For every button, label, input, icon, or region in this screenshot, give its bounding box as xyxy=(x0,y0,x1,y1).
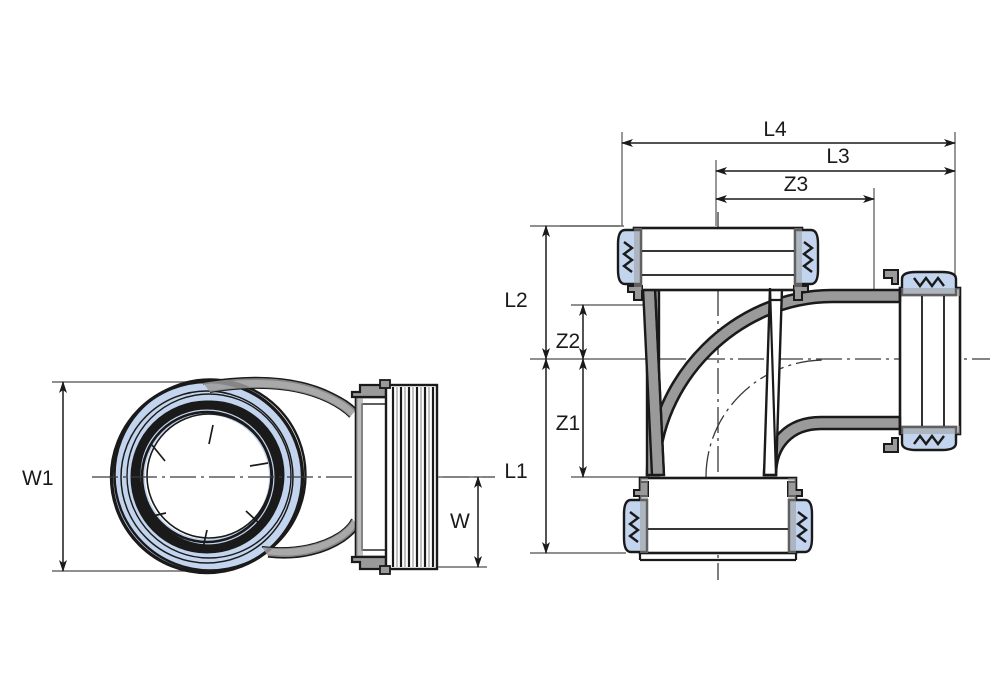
dimension-label-z1: Z1 xyxy=(556,412,581,435)
end-view-thread-ribs xyxy=(379,379,439,575)
dimension-label-l1: L1 xyxy=(504,460,527,483)
dimension-label-w1: W1 xyxy=(22,467,54,490)
dimension-w: W xyxy=(450,476,482,568)
dimension-w1: W1 xyxy=(22,381,67,572)
end-view-radial-ticks xyxy=(147,424,269,549)
side-view-group: L4 L3 Z3 xyxy=(504,118,990,580)
dimension-label-z2: Z2 xyxy=(556,330,581,353)
dimension-l3: L3 xyxy=(715,145,956,175)
outlet-socket xyxy=(883,269,962,453)
dimension-label-l2: L2 xyxy=(504,289,527,312)
sweep-centerline-arc xyxy=(705,359,826,478)
dimension-z1: Z1 xyxy=(556,358,587,478)
branch-bore-lines xyxy=(653,287,778,476)
side-view-body xyxy=(616,226,962,562)
w1-witness-lines xyxy=(52,381,196,572)
side-view-horizontal-dimensions: L4 L3 Z3 xyxy=(560,118,956,290)
dimension-z3: Z3 xyxy=(715,173,875,203)
top-socket xyxy=(616,226,820,301)
dimension-label-l3: L3 xyxy=(826,145,849,168)
dimension-l4: L4 xyxy=(621,118,956,147)
branch-step-detail xyxy=(764,288,782,477)
dimension-label-l4: L4 xyxy=(763,118,787,141)
dimension-l2: L2 xyxy=(504,225,550,360)
bottom-socket xyxy=(622,476,814,562)
dimension-label-z3: Z3 xyxy=(784,173,809,196)
dimension-l1: L1 xyxy=(504,358,550,554)
end-view-group: W1 xyxy=(22,376,495,575)
side-view-vertical-dimensions: L2 Z2 L1 Z1 xyxy=(504,225,660,554)
end-view-spigot xyxy=(350,379,439,575)
dimension-label-w: W xyxy=(450,510,470,533)
dimension-z2: Z2 xyxy=(556,304,587,360)
